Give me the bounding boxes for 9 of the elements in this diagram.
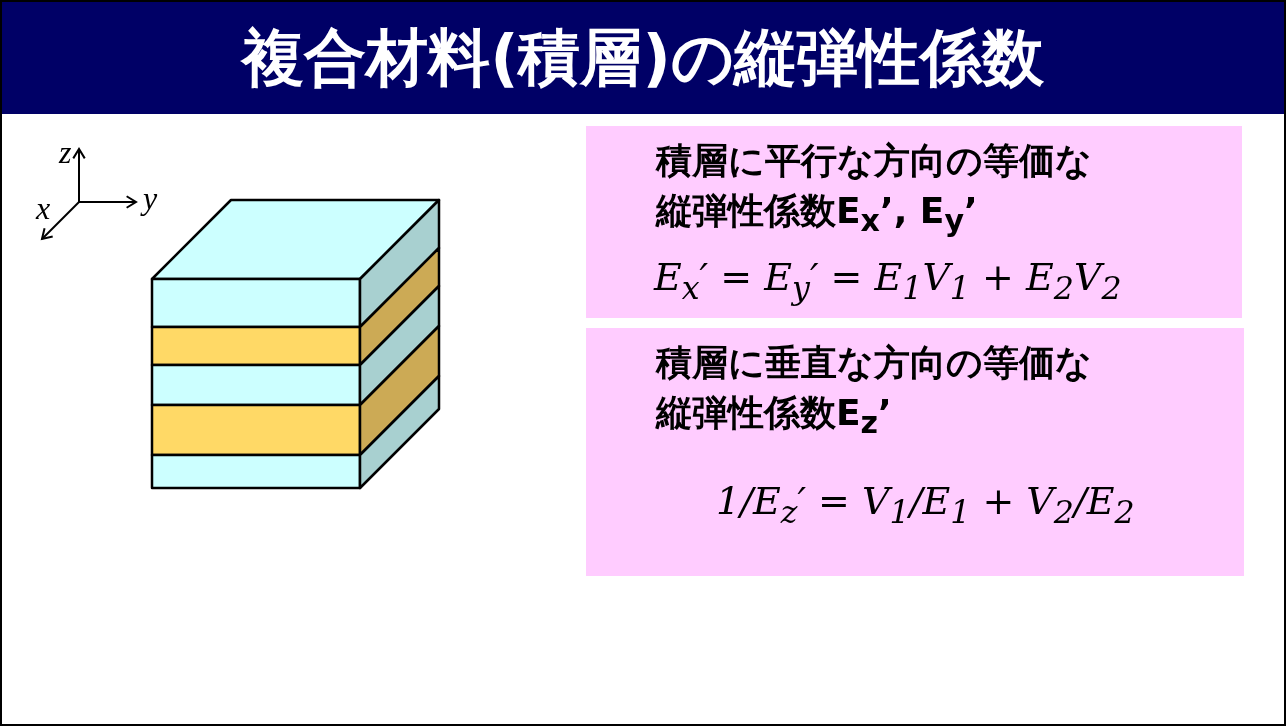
formula: 1/E$_{z}$′ = V$_{1}$/E$_{1}$ + V$_{2}$/E$_{2}$: [716, 478, 1135, 532]
formula-panel: [586, 126, 1242, 318]
axis-label: z: [59, 136, 72, 168]
panel-heading: 積層に垂直な方向の等価な縦弾性係数E$_{z}$’: [656, 341, 1093, 443]
formula: E$_{x}$′ = E$_{y}$′ = E$_{1}$V$_{1}$ + E$_{2}$V$_{2}$: [654, 254, 1122, 308]
formula-panel: [586, 328, 1244, 576]
axis-label: x: [36, 192, 51, 224]
title-banner: 複合材料(積層)の縦弾性係数: [2, 2, 1284, 114]
panel-heading: 積層に平行な方向の等価な縦弾性係数E$_{x}$’, E$_{y}$’: [656, 139, 1093, 241]
